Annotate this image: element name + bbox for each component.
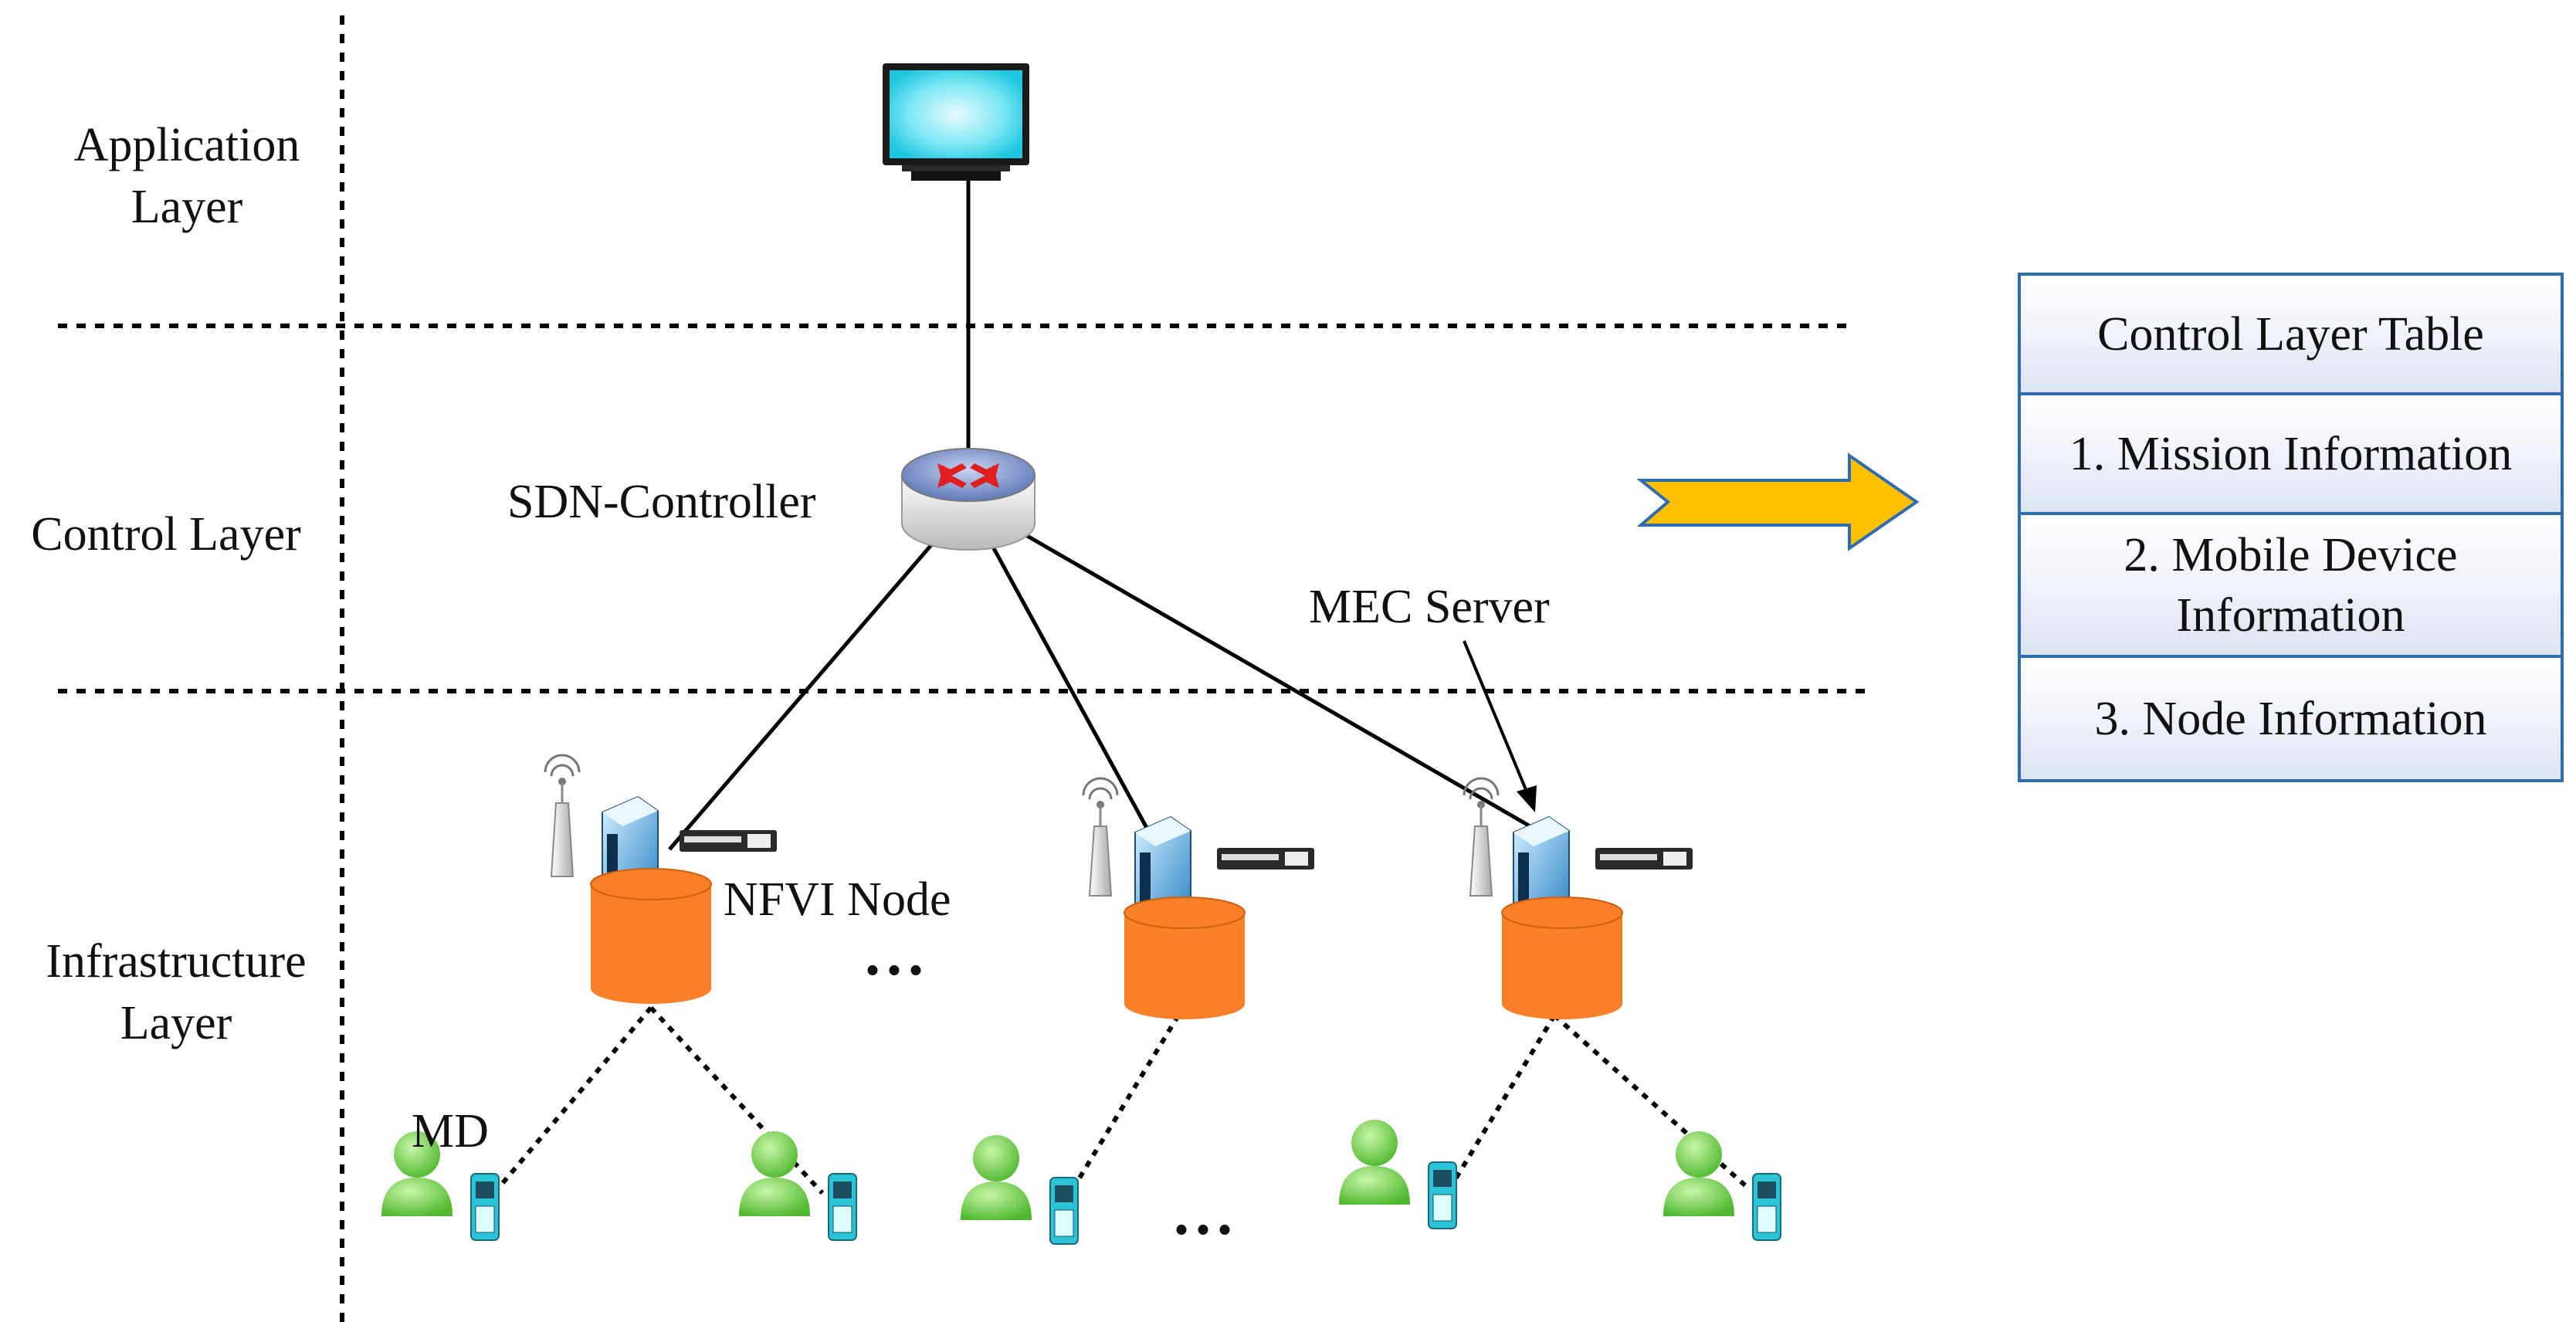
table-row-node: 3. Node Information	[2021, 658, 2561, 779]
monitor-icon	[883, 63, 1029, 181]
user-device-3	[961, 1135, 1079, 1245]
table-row-mobile-device: 2. Mobile Device Information	[2021, 515, 2561, 658]
switch-icon	[1595, 848, 1693, 870]
layer-separators	[58, 15, 1869, 1324]
antenna-icon	[1082, 777, 1119, 897]
nfvi-node-1	[544, 754, 777, 1004]
mec-server-pointer	[1463, 640, 1537, 812]
md-label: MD	[412, 1105, 489, 1158]
user-device-4	[1339, 1120, 1457, 1229]
user-icon	[394, 1131, 440, 1178]
sdn-controller-label: SDN-Controller	[507, 476, 816, 528]
router-icon	[901, 448, 1035, 551]
storage-icon	[1124, 897, 1246, 1019]
antenna-icon	[1463, 777, 1500, 897]
antenna-icon	[544, 754, 581, 877]
switch-icon	[680, 830, 777, 852]
mobile-devices	[381, 1120, 1781, 1245]
user-device-2	[739, 1131, 857, 1241]
controller-node2-link	[966, 500, 1149, 829]
mec-server-label: MEC Server	[1309, 581, 1550, 633]
application-layer-label: Application Layer	[73, 119, 300, 233]
control-links	[668, 170, 1534, 851]
big-arrow	[1636, 453, 1920, 551]
table-title: Control Layer Table	[2021, 276, 2561, 395]
infrastructure-layer-label: Infrastructure Layer	[46, 935, 307, 1049]
control-layer-label: Control Layer	[31, 508, 301, 561]
storage-icon	[1501, 897, 1623, 1019]
table-row-mission: 1. Mission Information	[2021, 395, 2561, 515]
storage-icon	[590, 868, 712, 1004]
switch-icon	[1217, 848, 1314, 870]
controller-node3-link	[967, 500, 1534, 830]
nfvi-node-label: NFVI Node	[724, 873, 951, 926]
controller-node1-link	[668, 500, 970, 851]
control-layer-table: Control Layer Table 1. Mission Informati…	[2018, 273, 2564, 782]
device-links	[492, 1005, 1747, 1202]
nfvi-node-2	[1082, 777, 1314, 1019]
server-icon	[1513, 815, 1570, 922]
nfvi-node-3	[1463, 777, 1693, 1019]
user-device-1	[381, 1131, 500, 1241]
devices-ellipsis: ...	[1174, 1180, 1239, 1248]
phone-icon	[470, 1173, 500, 1241]
user-device-5	[1663, 1131, 1781, 1241]
nodes-ellipsis: ...	[865, 920, 930, 988]
